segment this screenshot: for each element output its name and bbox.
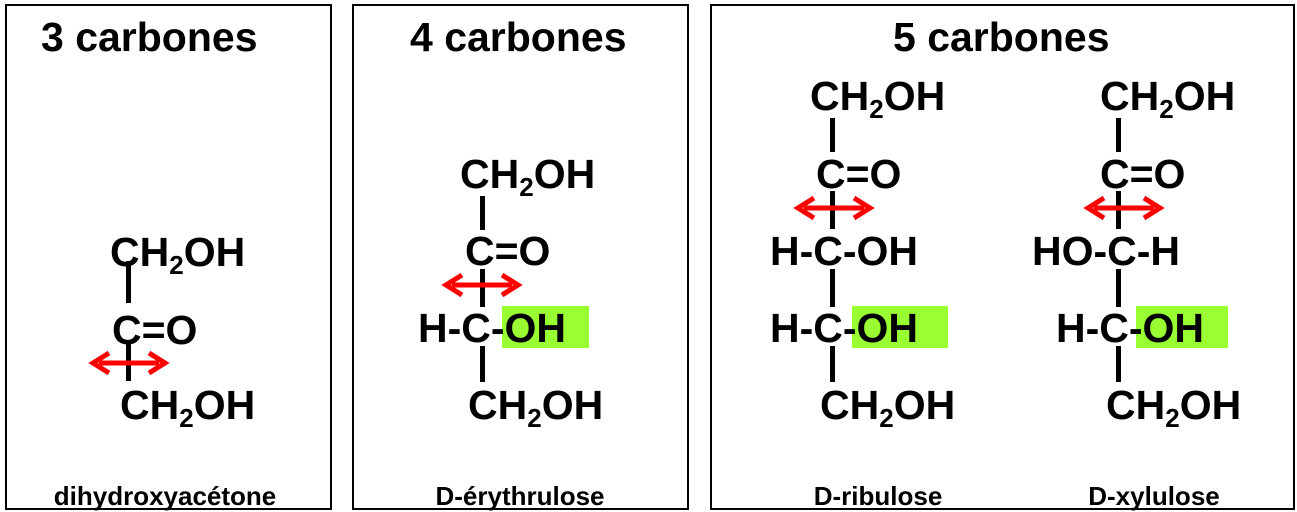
rotation-arrow-icon [793, 195, 875, 221]
molecule-name: dihydroxyacétone [53, 481, 277, 511]
bond-vertical [480, 269, 485, 307]
panel-five-carbons: 5 carbones CH2OH C=O H-C-OH H-C-OH CH2OH… [710, 4, 1295, 511]
oh-highlight [852, 306, 948, 348]
oh-highlight [1136, 306, 1228, 348]
ribulose-ch2oh-bottom: CH2OH [820, 382, 956, 433]
ribulose-hcoh-4: H-C-OH [770, 305, 919, 351]
bond-vertical [830, 118, 835, 152]
formula-ch2oh-bottom: CH2OH [120, 382, 256, 433]
panel-title: 5 carbones [893, 14, 1110, 60]
molecule-name-ribulose: D-ribulose [813, 481, 943, 511]
bond-vertical [1116, 269, 1121, 307]
xylulose-hcoh-4: H-C-OH [1056, 305, 1205, 351]
bond-vertical [126, 261, 131, 303]
ribulose-ch2oh-top: CH2OH [810, 73, 946, 124]
bond-vertical [1116, 118, 1121, 152]
panel-three-carbons: 3 carbones CH2OH C=O CH2OH dihydroxyacét… [5, 4, 332, 511]
molecule-name: D-érythrulose [435, 481, 605, 511]
rotation-arrow-icon [88, 350, 170, 376]
panel-four-carbons: 4 carbones CH2OH C=O H-C-OH CH2OH D-éryt… [352, 4, 689, 511]
bond-vertical [830, 346, 835, 382]
panel-title: 3 carbones [41, 14, 258, 60]
formula-ch2oh-top: CH2OH [110, 229, 246, 280]
oh-highlight [502, 306, 589, 348]
rotation-arrow-icon [1083, 195, 1165, 221]
rotation-arrow-icon [441, 272, 523, 298]
formula-ch2oh-bottom: CH2OH [468, 382, 604, 433]
formula-carbonyl: C=O [112, 307, 198, 353]
bond-vertical [1116, 346, 1121, 382]
xylulose-carbonyl: C=O [1100, 151, 1186, 197]
formula-carbonyl: C=O [465, 228, 551, 274]
ribulose-carbonyl: C=O [816, 151, 902, 197]
xylulose-ch2oh-top: CH2OH [1100, 73, 1236, 124]
ribulose-hcoh-3: H-C-OH [770, 228, 919, 274]
panel-title: 4 carbones [410, 14, 627, 60]
molecule-name-xylulose: D-xylulose [1088, 481, 1220, 511]
formula-ch2oh-top: CH2OH [460, 151, 596, 202]
bond-vertical [480, 346, 485, 382]
bond-vertical [480, 196, 485, 230]
xylulose-ch2oh-bottom: CH2OH [1106, 382, 1242, 433]
xylulose-hoch-3: HO-C-H [1032, 228, 1181, 274]
formula-hcoh: H-C-OH [418, 305, 567, 351]
bond-vertical [830, 269, 835, 307]
